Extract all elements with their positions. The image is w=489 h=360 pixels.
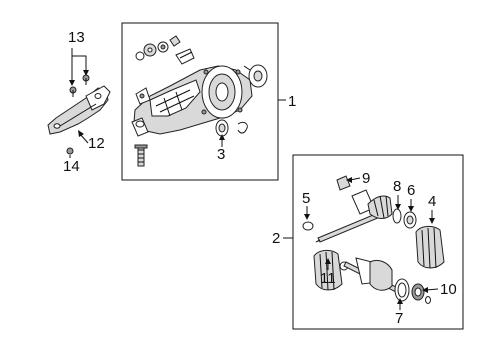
callout-10: 10 [440, 281, 457, 298]
nut-14 [66, 147, 74, 155]
callout-6: 6 [407, 182, 415, 199]
bolt-13b [82, 74, 90, 85]
callout-7: 7 [395, 310, 403, 327]
differential-assembly [131, 35, 268, 167]
callout-9: 9 [362, 170, 370, 187]
callout-14: 14 [63, 158, 80, 175]
callout-13: 13 [68, 29, 85, 46]
bolt-13a [69, 86, 77, 97]
differential-box [121, 22, 279, 181]
mount-bracket-assembly [47, 74, 111, 155]
callout-8: 8 [393, 178, 401, 195]
callout-4: 4 [428, 193, 436, 210]
leader-13 [71, 48, 87, 82]
axle-shaft-assembly [302, 175, 445, 304]
callout-11: 11 [320, 270, 336, 287]
callout-3: 3 [217, 146, 225, 163]
callout-5: 5 [302, 190, 310, 207]
callout-12: 12 [88, 135, 105, 152]
callout-2: 2 [272, 230, 280, 247]
axle-shaft-box [292, 154, 464, 330]
callout-1: 1 [288, 93, 296, 110]
